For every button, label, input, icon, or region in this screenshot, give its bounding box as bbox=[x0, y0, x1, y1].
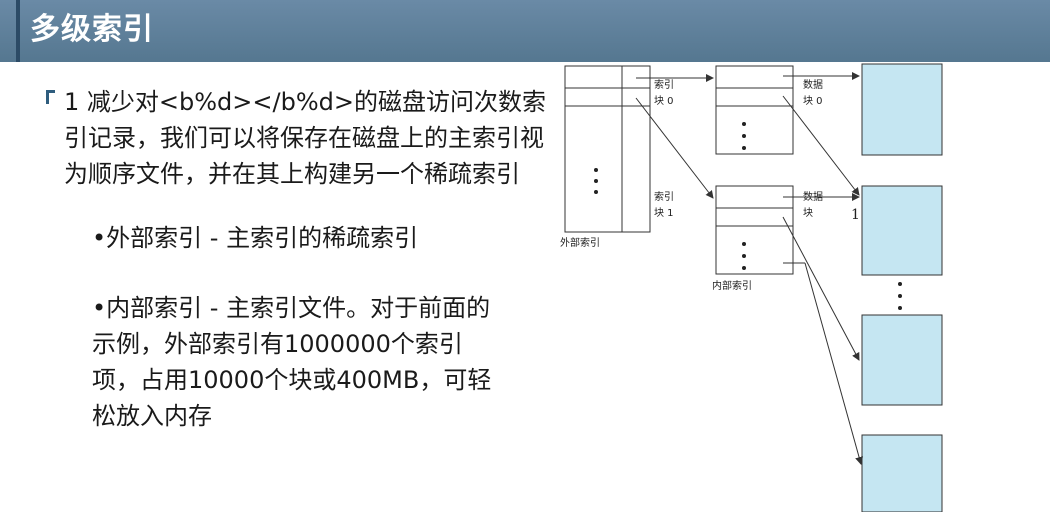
index-block0-label-1: 索引 bbox=[654, 78, 674, 91]
index-block0-label-2: 块 0 bbox=[654, 95, 674, 107]
data-block0-label-1: 数据 bbox=[803, 78, 823, 91]
page-title: 多级索引 bbox=[30, 12, 154, 47]
pointer-arrows bbox=[635, 72, 863, 465]
header-bar: 多级索引 bbox=[0, 0, 1050, 62]
data-block-0 bbox=[861, 63, 943, 156]
main-paragraph: 1 减少对<b%d></b%d>的磁盘访问次数索引记录，我们可以将保存在磁盘上的… bbox=[64, 88, 546, 188]
inner-index-block-1 bbox=[715, 185, 794, 275]
inner-index-block-0 bbox=[715, 65, 794, 155]
data-block1-number: 1 bbox=[851, 207, 860, 223]
bracket-bullet-icon bbox=[46, 90, 55, 104]
data-block0-label-2: 块 0 bbox=[803, 95, 823, 107]
header-accent bbox=[16, 0, 20, 62]
outer-index-label: 外部索引 bbox=[560, 236, 600, 249]
data-block-3 bbox=[861, 434, 943, 512]
index-block1-label-2: 块 1 bbox=[654, 207, 674, 219]
outer-index-block bbox=[564, 65, 651, 233]
inner-index-bullet: •内部索引 - 主索引文件。对于前面的示例，外部索引有1000000个索引项，占… bbox=[92, 294, 492, 430]
inner-index-label: 内部索引 bbox=[712, 279, 752, 292]
outer-index-bullet: •外部索引 - 主索引的稀疏索引 bbox=[92, 224, 419, 252]
data-block-2 bbox=[861, 314, 943, 406]
index-block1-label-1: 索引 bbox=[654, 190, 674, 203]
data-block-1 bbox=[861, 185, 943, 276]
data-block1-label-2: 块 bbox=[803, 207, 813, 219]
